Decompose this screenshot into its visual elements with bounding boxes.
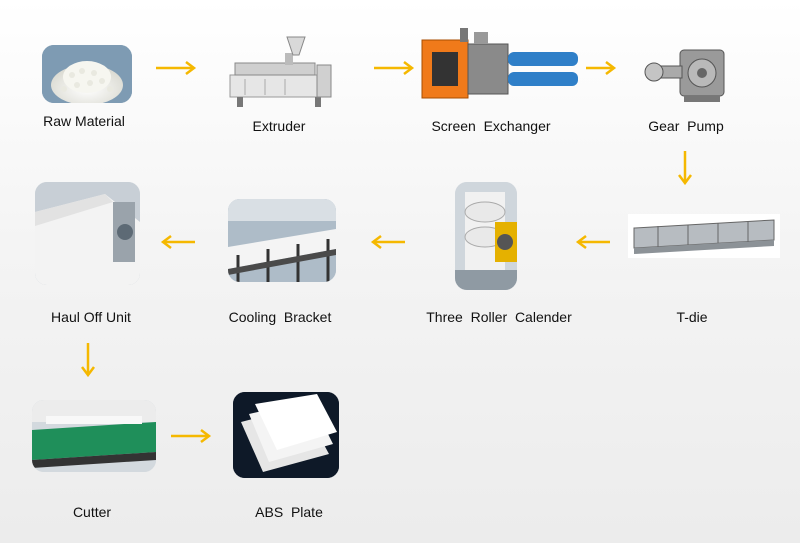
arrow-left (575, 234, 611, 250)
arrow-right (585, 60, 617, 76)
abs-plate-image (233, 392, 339, 478)
arrow-right (373, 60, 415, 76)
step-label: T-die (676, 309, 708, 325)
arrow-left (370, 234, 406, 250)
arrow-down (80, 342, 96, 378)
gear-pump-image (640, 38, 730, 108)
arrow-right (170, 428, 212, 444)
step-label: Haul Off Unit (51, 309, 131, 325)
cooling-bracket-image (228, 199, 336, 282)
haul-off-unit-image (35, 182, 140, 285)
step-label: Cutter (72, 504, 112, 520)
arrow-left (160, 234, 196, 250)
white-pellets-image (42, 45, 132, 103)
cutter-image (32, 400, 156, 472)
step-label: Screen Exchanger (431, 118, 551, 134)
arrow-right (155, 60, 197, 76)
step-label: Raw Material (43, 113, 125, 129)
step-label: ABS Plate (255, 504, 323, 520)
extruder-machine-image (225, 35, 340, 110)
step-label: Gear Pump (648, 118, 724, 134)
arrow-down (677, 150, 693, 186)
t-die-image (628, 214, 780, 258)
step-label: Extruder (252, 118, 306, 134)
screen-exchanger-image (420, 22, 580, 102)
step-label: Three Roller Calender (426, 309, 572, 325)
three-roller-calender-image (455, 182, 517, 290)
step-label: Cooling Bracket (228, 309, 332, 325)
